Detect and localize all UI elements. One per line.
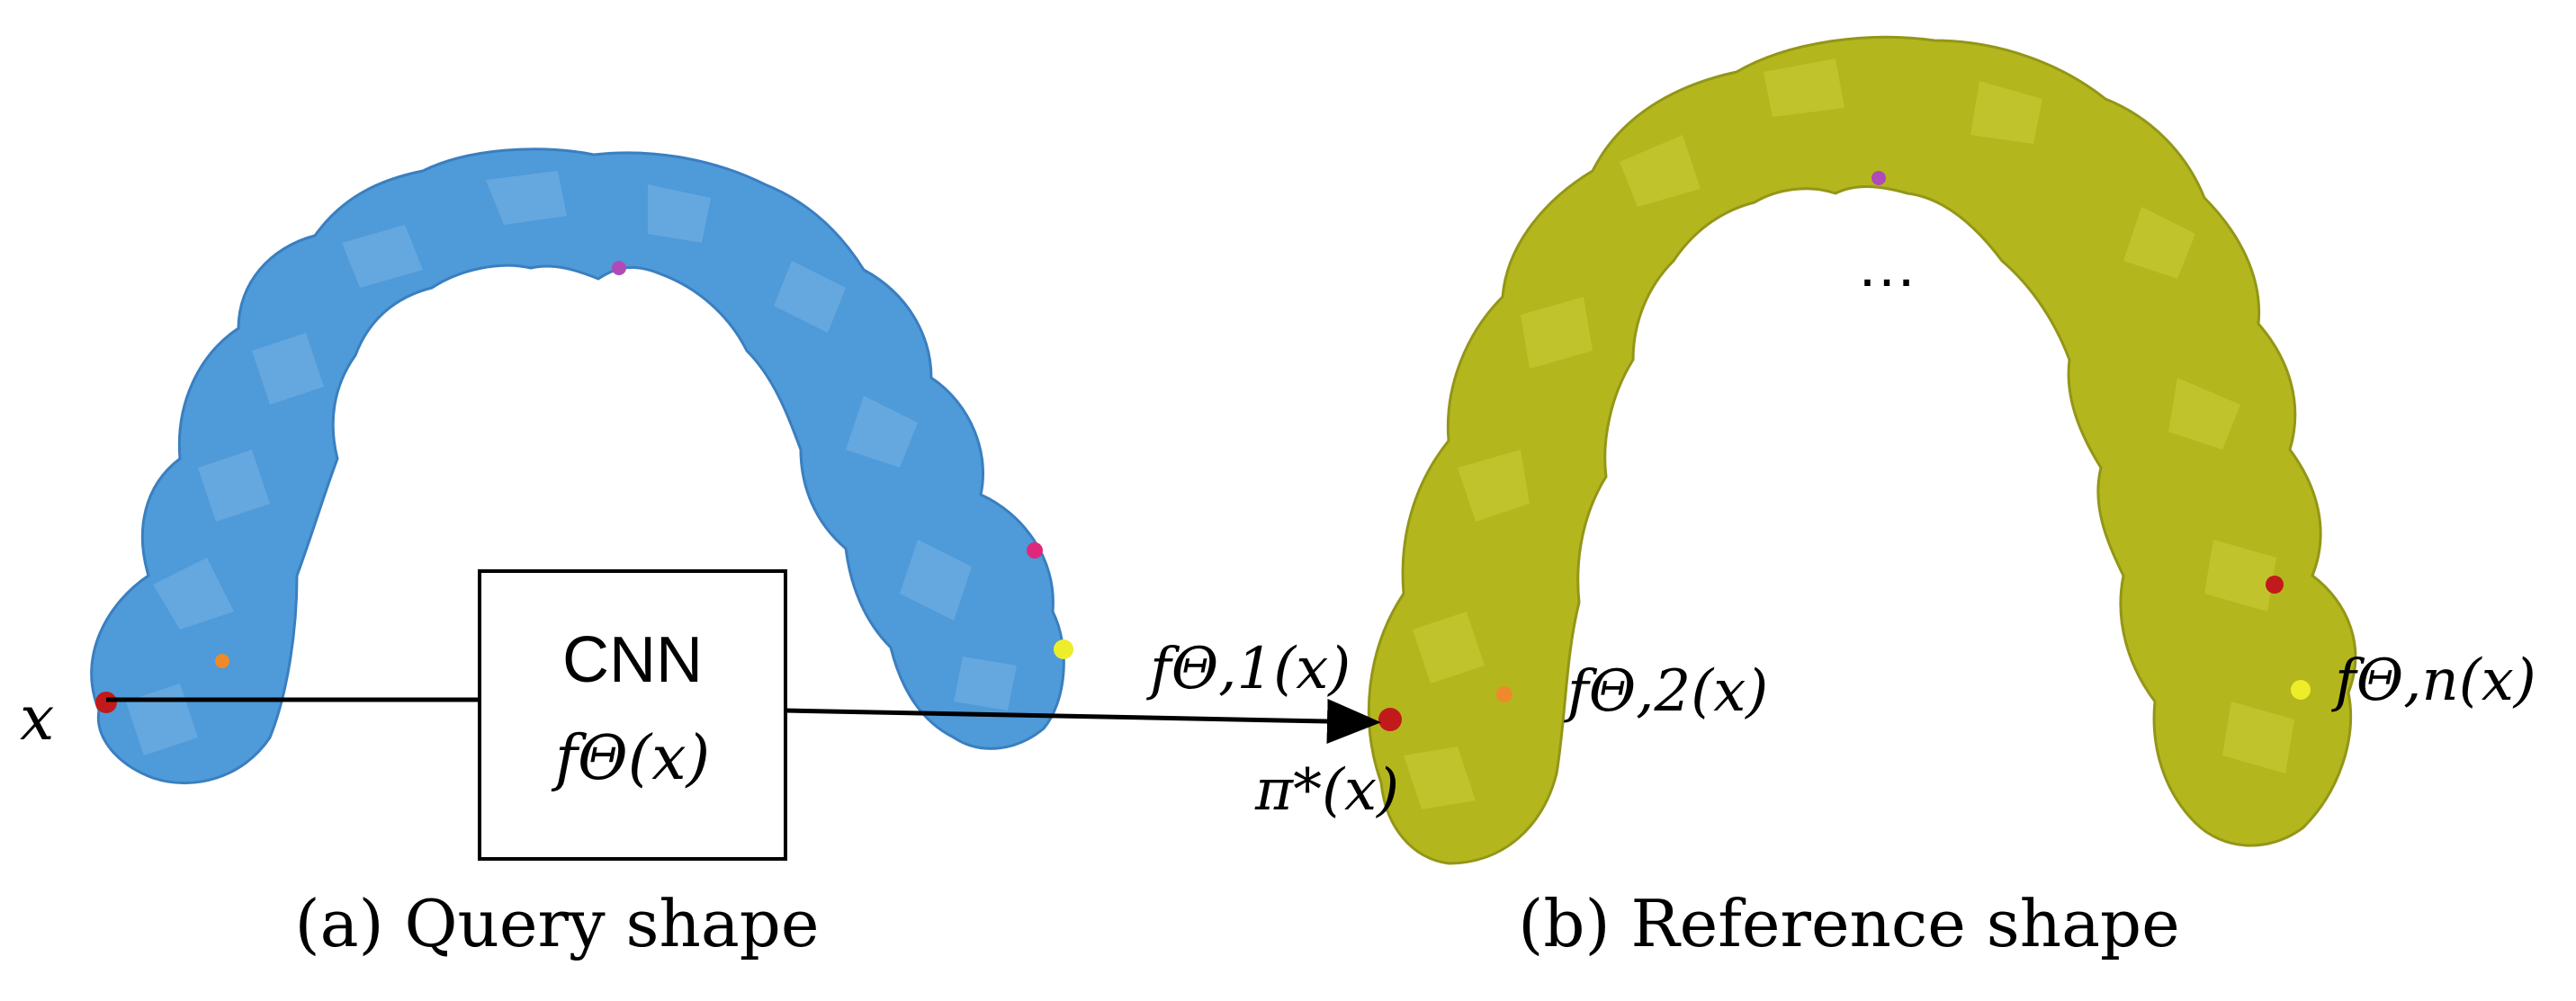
query-point-yellow bbox=[1054, 639, 1073, 659]
reference-point-yellow bbox=[2291, 680, 2311, 700]
pi-label: π*(x) bbox=[1254, 757, 1399, 824]
output-arrow bbox=[785, 699, 1381, 744]
reference-point-magenta bbox=[1871, 171, 1886, 185]
caption-reference-shape: (b) Reference shape bbox=[1518, 886, 2179, 961]
reference-point-red bbox=[1378, 708, 1402, 731]
query-point-orange bbox=[215, 654, 229, 668]
f1-label: fΘ,1(x) bbox=[1146, 636, 1351, 702]
cnn-title: CNN bbox=[562, 624, 703, 696]
query-point-label: x bbox=[20, 684, 54, 755]
reference-point-orange bbox=[1496, 686, 1512, 702]
ellipsis-label: … bbox=[1856, 231, 1917, 299]
reference-shape bbox=[1367, 35, 2357, 865]
query-point-red bbox=[95, 692, 117, 713]
cnn-box bbox=[478, 569, 787, 861]
query-point-pink bbox=[1027, 542, 1043, 559]
fn-label: fΘ,n(x) bbox=[2331, 648, 2536, 714]
caption-query-shape: (a) Query shape bbox=[295, 886, 820, 961]
reference-shape-body bbox=[1367, 35, 2357, 865]
query-shape bbox=[90, 147, 1073, 785]
reference-point-red-2 bbox=[2266, 576, 2284, 594]
cnn-function-label: fΘ(x) bbox=[551, 723, 710, 794]
query-point-magenta bbox=[612, 261, 626, 275]
f2-label: fΘ,2(x) bbox=[1564, 658, 1768, 725]
